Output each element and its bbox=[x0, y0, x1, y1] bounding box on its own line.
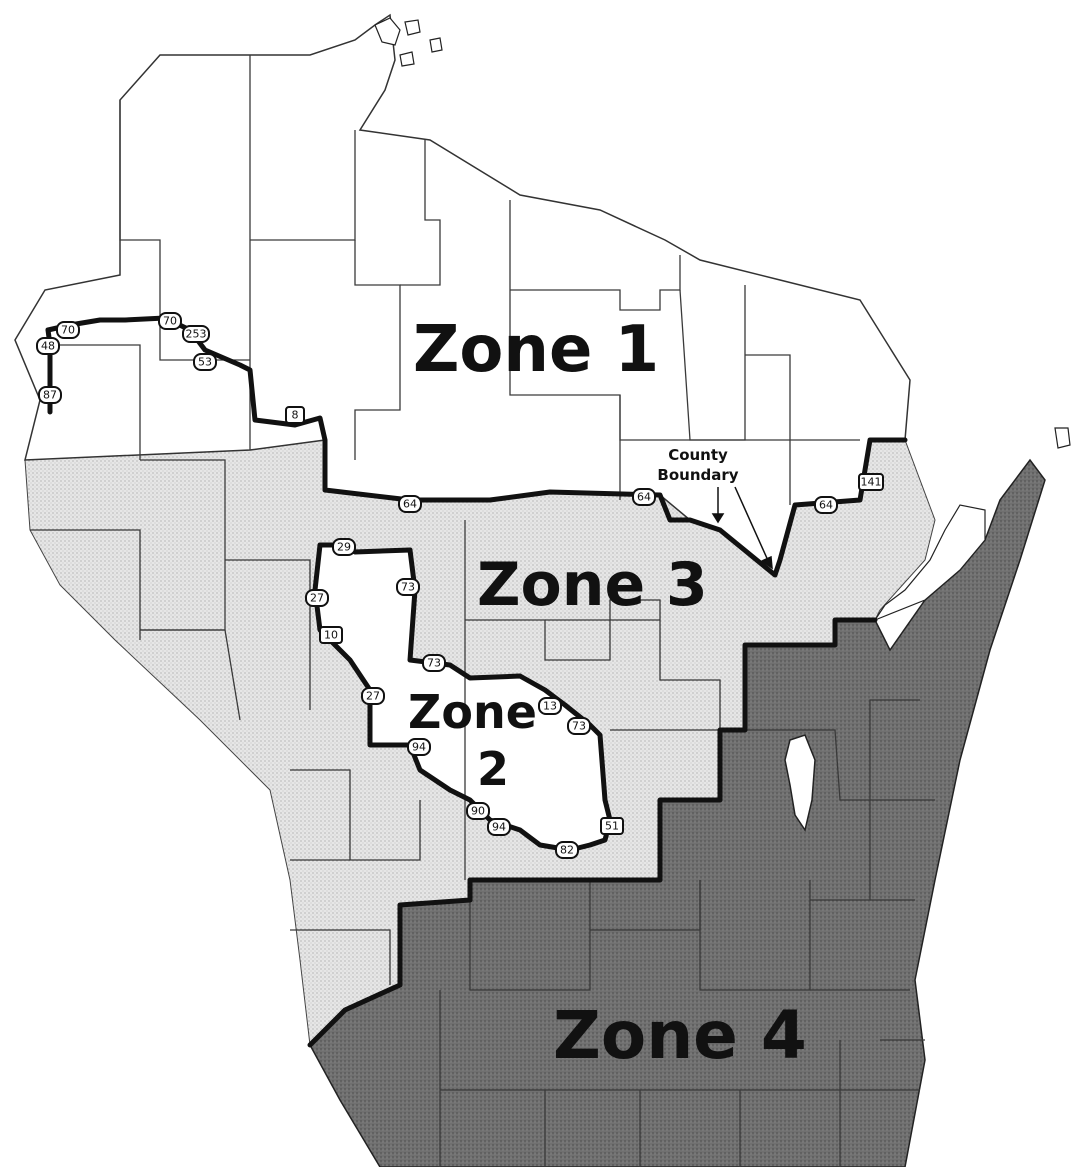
green-bay-water bbox=[873, 504, 986, 622]
lake-winnebago bbox=[784, 734, 816, 832]
zone-3-label: Zone 3 bbox=[477, 550, 708, 620]
washington-island bbox=[1054, 427, 1071, 449]
svg-text:94: 94 bbox=[412, 741, 426, 754]
hwy-141-shield: 141 bbox=[858, 473, 884, 491]
hwy-64-shield-west: 64 bbox=[398, 495, 422, 513]
hwy-27-shield-north: 27 bbox=[305, 589, 329, 607]
svg-text:10: 10 bbox=[324, 629, 338, 642]
county-boundary-annotation-line1: County bbox=[668, 446, 728, 464]
zone-boundaries bbox=[45, 315, 908, 1048]
svg-text:94: 94 bbox=[492, 821, 506, 834]
hwy-29-shield: 29 bbox=[332, 538, 356, 556]
svg-text:73: 73 bbox=[572, 720, 586, 733]
svg-text:27: 27 bbox=[366, 690, 380, 703]
svg-text:82: 82 bbox=[560, 844, 574, 857]
svg-text:73: 73 bbox=[401, 581, 415, 594]
hwy-87-shield: 87 bbox=[38, 386, 62, 404]
hwy-73-shield-mid: 73 bbox=[422, 654, 446, 672]
svg-text:64: 64 bbox=[403, 498, 417, 511]
hwy-82-shield: 82 bbox=[555, 841, 579, 859]
zone-4-label: Zone 4 bbox=[553, 997, 807, 1074]
hwy-64-shield-center: 64 bbox=[632, 488, 656, 506]
hwy-73-shield-north: 73 bbox=[396, 578, 420, 596]
hwy-13-shield: 13 bbox=[538, 697, 562, 715]
svg-text:13: 13 bbox=[543, 700, 557, 713]
svg-text:70: 70 bbox=[61, 324, 75, 337]
highway-shields: 70 48 87 70 253 53 8 64 64 64 141 29 27 … bbox=[36, 312, 884, 859]
svg-text:70: 70 bbox=[163, 315, 177, 328]
hwy-53-shield: 53 bbox=[193, 353, 217, 371]
apostle-islands bbox=[374, 17, 443, 67]
zone-1-label: Zone 1 bbox=[413, 313, 659, 387]
hwy-10-shield: 10 bbox=[319, 626, 343, 644]
county-boundary-annotation-line2: Boundary bbox=[657, 466, 738, 484]
hwy-64-shield-east: 64 bbox=[814, 496, 838, 514]
svg-text:51: 51 bbox=[605, 820, 619, 833]
svg-text:90: 90 bbox=[471, 805, 485, 818]
annotation-arrows bbox=[711, 486, 773, 570]
svg-text:64: 64 bbox=[819, 499, 833, 512]
svg-text:73: 73 bbox=[427, 657, 441, 670]
hwy-70-shield: 70 bbox=[56, 321, 80, 339]
hwy-90-shield: 90 bbox=[466, 802, 490, 820]
hwy-51-shield: 51 bbox=[600, 817, 624, 835]
svg-text:27: 27 bbox=[310, 592, 324, 605]
svg-text:48: 48 bbox=[41, 340, 55, 353]
svg-text:87: 87 bbox=[43, 389, 57, 402]
svg-text:8: 8 bbox=[292, 409, 299, 422]
hwy-70-shield-east: 70 bbox=[158, 312, 182, 330]
hwy-73-shield-south: 73 bbox=[567, 717, 591, 735]
hwy-94-shield-south: 94 bbox=[487, 818, 511, 836]
hwy-8-shield: 8 bbox=[285, 406, 305, 424]
zone-2-label-line1: Zone bbox=[408, 685, 537, 739]
svg-text:64: 64 bbox=[637, 491, 651, 504]
svg-text:253: 253 bbox=[186, 328, 207, 341]
svg-text:29: 29 bbox=[337, 541, 351, 554]
hwy-253-shield: 253 bbox=[182, 325, 210, 343]
svg-text:141: 141 bbox=[861, 476, 882, 489]
svg-text:53: 53 bbox=[198, 356, 212, 369]
hwy-48-shield: 48 bbox=[36, 337, 60, 355]
hwy-94-shield-north: 94 bbox=[407, 738, 431, 756]
hwy-27-shield-south: 27 bbox=[361, 687, 385, 705]
zone-2-label-line2: 2 bbox=[477, 742, 509, 796]
